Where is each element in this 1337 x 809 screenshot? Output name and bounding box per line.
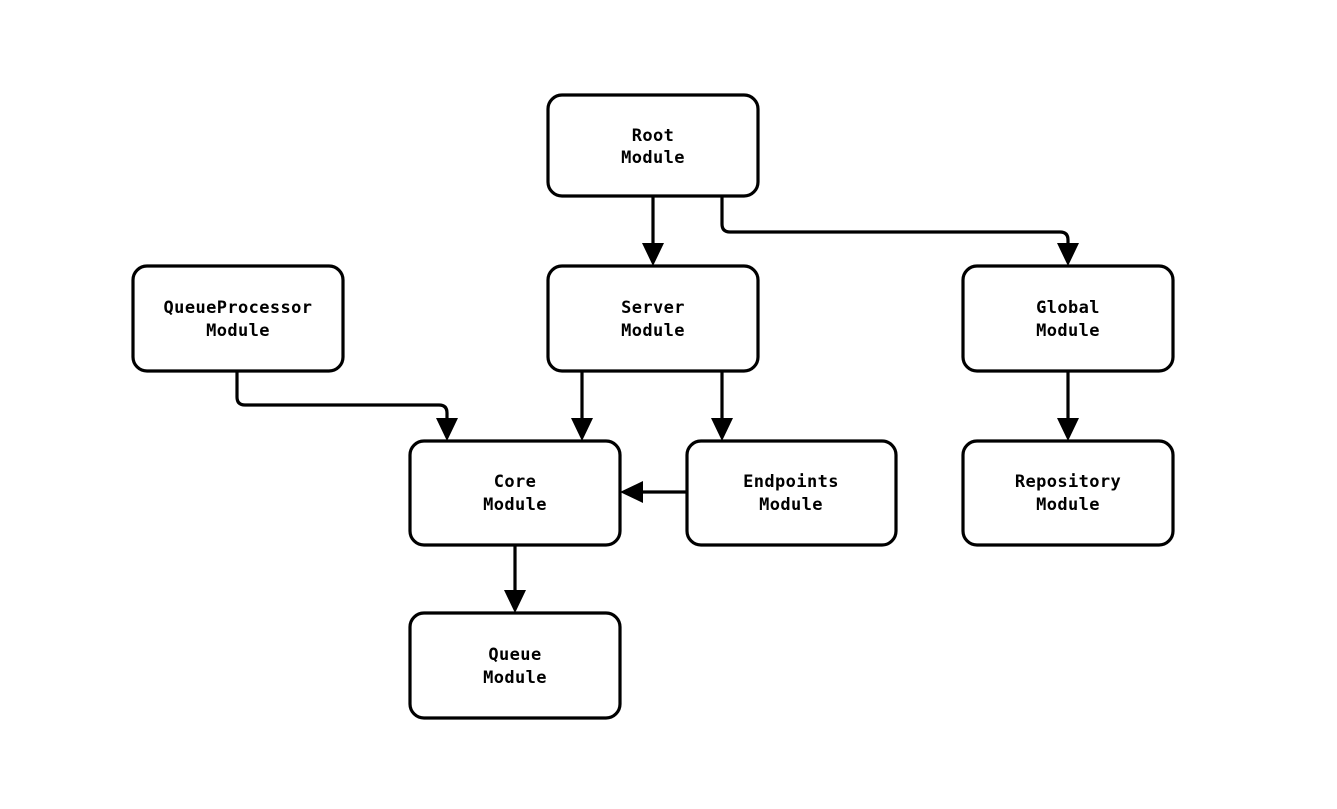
edge-queueprocessor-to-core [235, 371, 458, 441]
arrowhead-icon [571, 418, 593, 441]
arrowhead-icon [1057, 243, 1079, 266]
global-module-label-line1: Global [1036, 298, 1100, 318]
edge-endpoints-to-core [620, 481, 687, 503]
queueprocessor-module-label-line2: Module [206, 321, 270, 341]
edge-core-to-queue [504, 545, 526, 613]
edge-root-to-server [642, 196, 664, 266]
server-module-node[interactable]: Server Module [546, 264, 760, 373]
arrowhead-icon [504, 590, 526, 613]
queue-module-box[interactable] [408, 611, 622, 720]
edge-global-to-repository [1057, 371, 1079, 441]
root-module-box[interactable] [546, 93, 760, 198]
core-module-box[interactable] [408, 439, 622, 547]
arrowhead-icon [642, 243, 664, 266]
endpoints-module-label-line2: Module [759, 495, 823, 515]
queue-module-label-line2: Module [483, 668, 547, 688]
repository-module-box[interactable] [961, 439, 1175, 547]
queue-module-label-line1: Queue [488, 645, 541, 665]
core-module-node[interactable]: Core Module [408, 439, 622, 547]
global-module-label-line2: Module [1036, 321, 1100, 341]
endpoints-module-node[interactable]: Endpoints Module [685, 439, 898, 547]
node-layer: Root Module QueueProcessor Module Server… [131, 93, 1175, 720]
repository-module-label-line2: Module [1036, 495, 1100, 515]
root-module-node[interactable]: Root Module [546, 93, 760, 198]
edge-root-to-global [720, 196, 1079, 266]
endpoints-module-box[interactable] [685, 439, 898, 547]
root-module-label-line1: Root [632, 126, 675, 146]
arrowhead-icon [436, 418, 458, 441]
arrowhead-icon [1057, 418, 1079, 441]
edge-server-to-core [571, 371, 593, 441]
endpoints-module-label-line1: Endpoints [743, 472, 839, 492]
arrowhead-icon [620, 481, 643, 503]
core-module-label-line2: Module [483, 495, 547, 515]
core-module-label-line1: Core [494, 472, 537, 492]
global-module-node[interactable]: Global Module [961, 264, 1175, 373]
repository-module-node[interactable]: Repository Module [961, 439, 1175, 547]
queue-module-node[interactable]: Queue Module [408, 611, 622, 720]
queueprocessor-module-node[interactable]: QueueProcessor Module [131, 264, 345, 373]
server-module-label-line1: Server [621, 298, 685, 318]
edge-server-to-endpoints [711, 371, 733, 441]
root-module-label-line2: Module [621, 148, 685, 168]
edge-layer [235, 196, 1079, 613]
queueprocessor-module-label-line1: QueueProcessor [164, 298, 313, 318]
queueprocessor-module-box[interactable] [131, 264, 345, 373]
server-module-label-line2: Module [621, 321, 685, 341]
arrowhead-icon [711, 418, 733, 441]
repository-module-label-line1: Repository [1015, 472, 1121, 492]
global-module-box[interactable] [961, 264, 1175, 373]
server-module-box[interactable] [546, 264, 760, 373]
